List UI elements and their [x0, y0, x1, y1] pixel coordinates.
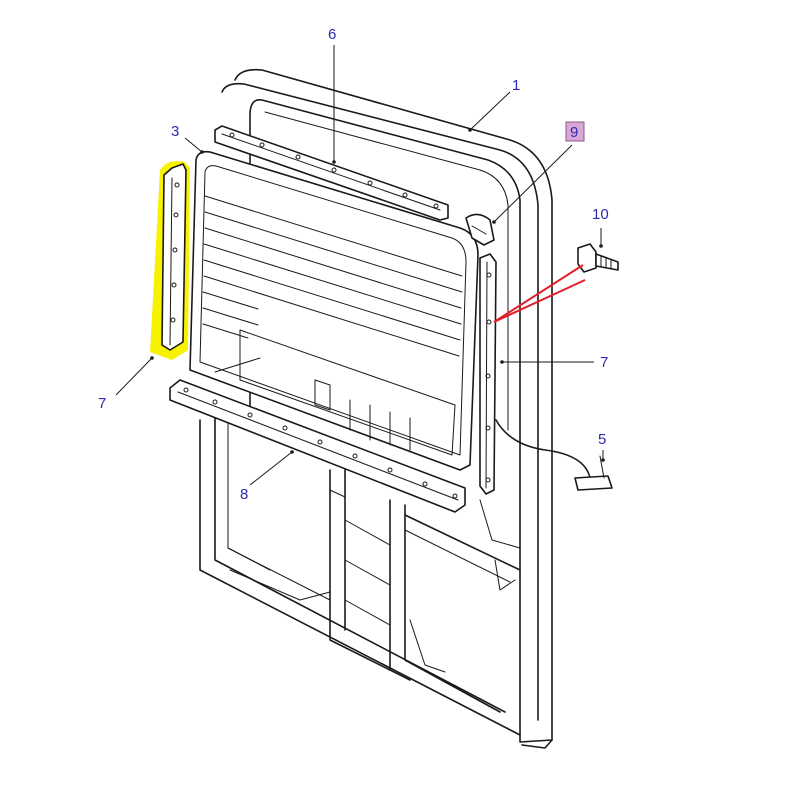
left-side-channel-highlighted: [150, 161, 190, 360]
callout-7-right: 7: [600, 354, 608, 371]
corner-cap: [465, 213, 495, 246]
right-side-channel: [479, 253, 497, 495]
callout-1: 1: [512, 77, 520, 94]
pointer-lines: [493, 264, 586, 323]
door-frame: [199, 68, 553, 749]
callout-7-left: 7: [98, 395, 106, 412]
leader-lines: [115, 45, 605, 486]
cable: [495, 419, 613, 491]
callout-9: 9: [570, 124, 578, 141]
callout-8: 8: [240, 486, 248, 503]
callout-labels: 6 1 3 9 10 7 5 7 8: [98, 26, 609, 503]
callout-5: 5: [598, 431, 606, 448]
callout-9-highlight-box: [565, 121, 585, 142]
top-channel: [214, 125, 449, 221]
screw: [577, 243, 619, 273]
callout-6: 6: [328, 26, 336, 43]
bottom-channel: [169, 379, 466, 513]
callout-3: 3: [171, 123, 179, 140]
callout-10: 10: [592, 206, 609, 223]
window-glass: [189, 150, 479, 471]
